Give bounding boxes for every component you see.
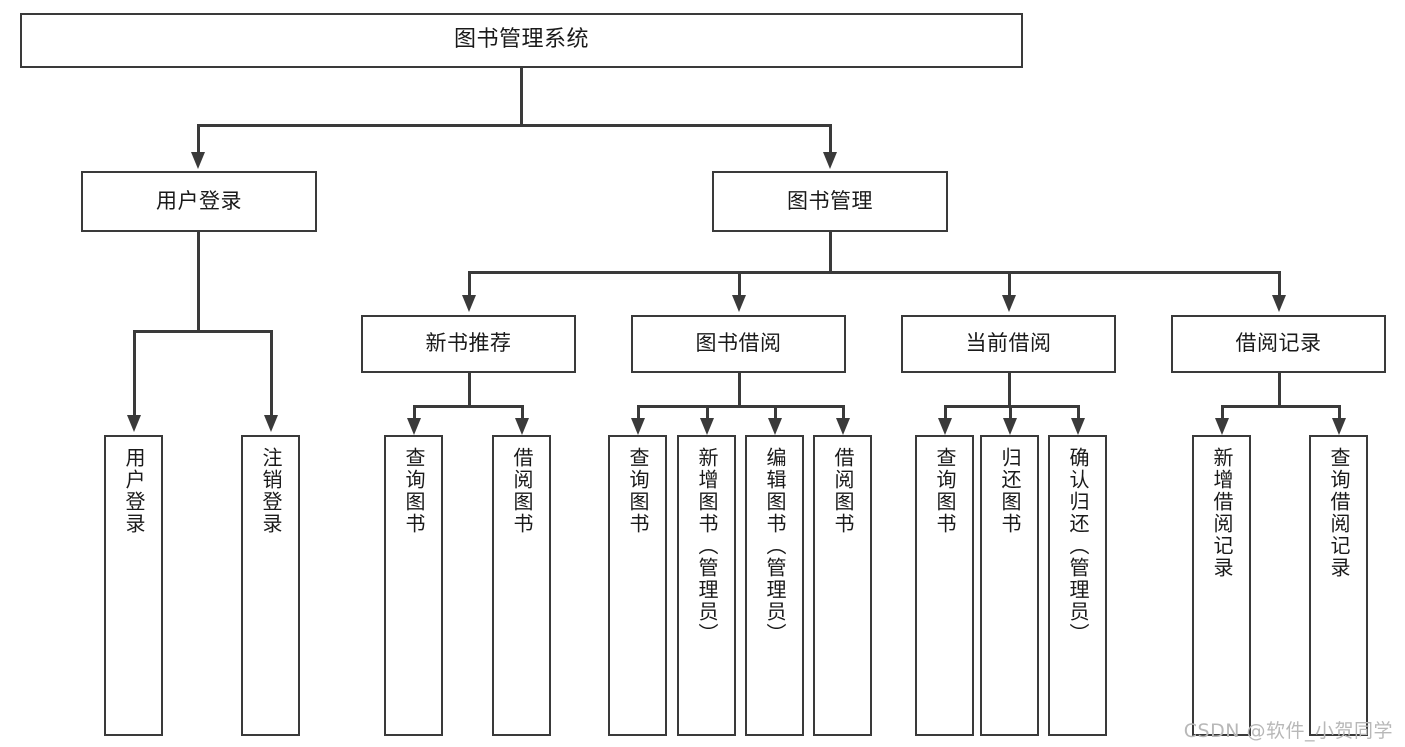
arrow-to-borrow-record	[1271, 295, 1286, 312]
connector-current-borrow-stem	[1008, 373, 1011, 407]
node-label: 查询图书	[402, 447, 426, 535]
arrow-leaf-add-book	[699, 418, 714, 435]
node-leaf-query-book-2[interactable]: 查询图书	[608, 435, 667, 736]
arrow-leaf-confirm-return	[1070, 418, 1085, 435]
arrow-leaf-query-book-1	[406, 418, 421, 435]
arrow-leaf-query-record	[1331, 418, 1346, 435]
node-leaf-add-record[interactable]: 新增借阅记录	[1192, 435, 1251, 736]
connector-nbr-drop-1	[413, 405, 416, 420]
connector-br-drop-1	[1221, 405, 1224, 420]
connector-book-management-stem	[829, 232, 832, 273]
connector-to-book-borrow	[738, 271, 741, 297]
node-borrow-record[interactable]: 借阅记录	[1171, 315, 1386, 373]
connector-level3-bus	[468, 271, 1280, 274]
connector-to-new-book-recommend	[468, 271, 471, 297]
node-label: 当前借阅	[965, 331, 1052, 356]
connector-bb-drop-3	[774, 405, 777, 420]
arrow-leaf-logout-login	[263, 415, 278, 432]
arrow-to-book-management	[822, 152, 837, 169]
connector-nbr-drop-2	[521, 405, 524, 420]
arrow-leaf-edit-book	[767, 418, 782, 435]
node-current-borrow[interactable]: 当前借阅	[901, 315, 1116, 373]
arrow-leaf-query-book-3	[937, 418, 952, 435]
node-leaf-return-book[interactable]: 归还图书	[980, 435, 1039, 736]
node-label: 确认归还（管理员）	[1066, 447, 1090, 645]
connector-cb-drop-1	[944, 405, 947, 420]
connector-bb-drop-4	[842, 405, 845, 420]
node-label: 借阅图书	[510, 447, 534, 535]
node-new-book-recommend[interactable]: 新书推荐	[361, 315, 576, 373]
arrow-leaf-borrow-book-2	[835, 418, 850, 435]
node-leaf-user-login[interactable]: 用户登录	[104, 435, 163, 736]
node-label: 借阅记录	[1235, 331, 1322, 356]
node-label: 归还图书	[998, 447, 1022, 535]
node-label: 图书管理系统	[453, 27, 589, 53]
connector-borrow-record-bus	[1221, 405, 1340, 408]
arrow-leaf-add-record	[1214, 418, 1229, 435]
connector-level2-bus	[197, 124, 831, 127]
arrow-to-book-borrow	[731, 295, 746, 312]
connector-to-user-login	[197, 124, 200, 154]
arrow-leaf-query-book-2	[630, 418, 645, 435]
arrow-leaf-user-login	[126, 415, 141, 432]
node-book-borrow[interactable]: 图书借阅	[631, 315, 846, 373]
node-root-system[interactable]: 图书管理系统	[20, 13, 1023, 68]
connector-cb-drop-3	[1077, 405, 1080, 420]
connector-to-current-borrow	[1008, 271, 1011, 297]
connector-new-book-recommend-stem	[468, 373, 471, 407]
connector-user-login-bus	[133, 330, 270, 333]
connector-user-login-stem	[197, 232, 200, 332]
node-label: 编辑图书（管理员）	[763, 447, 787, 645]
node-leaf-query-record[interactable]: 查询借阅记录	[1309, 435, 1368, 736]
connector-book-borrow-stem	[738, 373, 741, 407]
connector-root-stem	[520, 68, 523, 125]
connector-br-drop-2	[1338, 405, 1341, 420]
node-book-management[interactable]: 图书管理	[712, 171, 948, 232]
connector-to-book-management	[829, 124, 832, 154]
node-label: 用户登录	[156, 188, 242, 213]
connector-book-borrow-bus	[637, 405, 845, 408]
node-leaf-edit-book[interactable]: 编辑图书（管理员）	[745, 435, 804, 736]
node-label: 新书推荐	[425, 331, 512, 356]
arrow-to-current-borrow	[1001, 295, 1016, 312]
connector-cb-drop-2	[1009, 405, 1012, 420]
node-leaf-confirm-return[interactable]: 确认归还（管理员）	[1048, 435, 1107, 736]
node-label: 图书借阅	[695, 331, 782, 356]
connector-to-borrow-record	[1278, 271, 1281, 297]
node-label: 新增借阅记录	[1210, 447, 1234, 579]
node-leaf-query-book-3[interactable]: 查询图书	[915, 435, 974, 736]
node-leaf-add-book[interactable]: 新增图书（管理员）	[677, 435, 736, 736]
node-label: 注销登录	[259, 447, 283, 535]
node-label: 新增图书（管理员）	[695, 447, 719, 645]
arrow-leaf-borrow-book-1	[514, 418, 529, 435]
node-leaf-borrow-book-2[interactable]: 借阅图书	[813, 435, 872, 736]
node-label: 查询借阅记录	[1327, 447, 1351, 579]
node-label: 图书管理	[787, 188, 873, 213]
node-label: 查询图书	[626, 447, 650, 535]
node-user-login[interactable]: 用户登录	[81, 171, 317, 232]
node-leaf-borrow-book-1[interactable]: 借阅图书	[492, 435, 551, 736]
connector-user-login-drop-1	[133, 330, 136, 417]
connector-bb-drop-1	[637, 405, 640, 420]
connector-current-borrow-bus	[944, 405, 1079, 408]
connector-bb-drop-2	[706, 405, 709, 420]
watermark-text: CSDN @软件_小贺同学	[1183, 720, 1393, 742]
node-leaf-logout-login[interactable]: 注销登录	[241, 435, 300, 736]
node-label: 借阅图书	[831, 447, 855, 535]
node-label: 查询图书	[933, 447, 957, 535]
arrow-leaf-return-book	[1002, 418, 1017, 435]
connector-user-login-drop-2	[270, 330, 273, 417]
arrow-to-new-book-recommend	[461, 295, 476, 312]
arrow-to-user-login	[190, 152, 205, 169]
node-label: 用户登录	[122, 447, 146, 535]
node-leaf-query-book-1[interactable]: 查询图书	[384, 435, 443, 736]
connector-borrow-record-stem	[1278, 373, 1281, 407]
connector-new-book-recommend-bus	[413, 405, 523, 408]
